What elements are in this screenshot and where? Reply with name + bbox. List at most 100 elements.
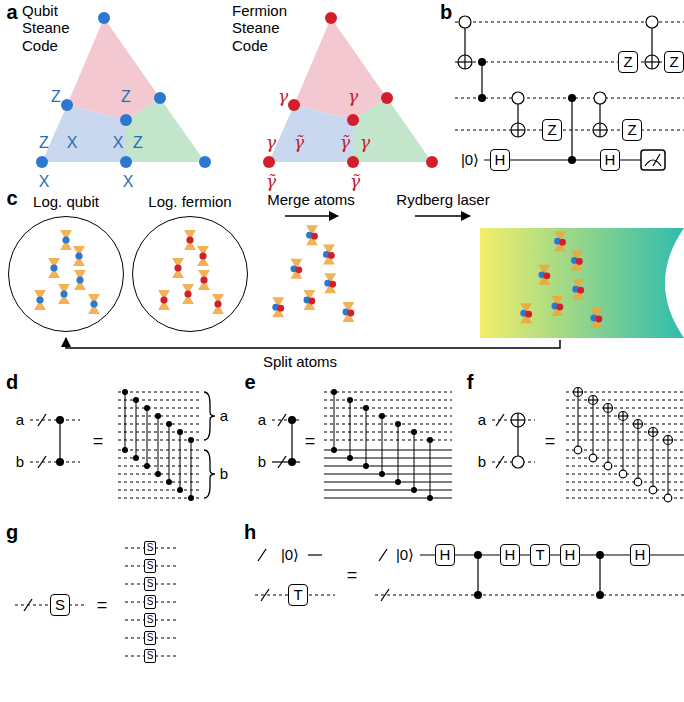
annotation: |0⟩ bbox=[461, 151, 479, 168]
tweezer bbox=[74, 270, 86, 290]
gate-label: H bbox=[605, 151, 616, 168]
tweezer bbox=[324, 273, 336, 293]
panel-letter: e bbox=[244, 371, 255, 394]
qubit-dot bbox=[120, 156, 132, 168]
wire bbox=[324, 458, 452, 459]
wire bbox=[593, 400, 594, 458]
gate-label: H bbox=[565, 546, 576, 563]
majorana-label: γ bbox=[266, 133, 276, 153]
tweezer bbox=[197, 246, 209, 266]
wire bbox=[118, 400, 200, 401]
gate-box: S bbox=[144, 649, 157, 663]
open-control bbox=[634, 478, 642, 486]
wire bbox=[324, 416, 452, 417]
process-arrow bbox=[285, 215, 338, 217]
annotation: a bbox=[16, 411, 24, 428]
wire bbox=[278, 456, 286, 468]
control-dot bbox=[155, 471, 161, 477]
majorana-label: γ bbox=[348, 87, 358, 107]
annotation: b bbox=[16, 453, 24, 470]
wire bbox=[517, 413, 518, 427]
wire bbox=[622, 412, 623, 421]
control-dot bbox=[474, 591, 482, 599]
wire bbox=[578, 392, 579, 450]
wire bbox=[30, 419, 80, 420]
pauli-label: X bbox=[39, 173, 50, 191]
annotation: Merge atoms bbox=[267, 191, 355, 208]
tweezer bbox=[554, 231, 566, 251]
wire bbox=[667, 436, 668, 445]
control-dot bbox=[144, 463, 150, 469]
control-dot bbox=[144, 405, 150, 411]
pauli-label: Z bbox=[133, 134, 143, 152]
atom bbox=[50, 264, 57, 271]
wire bbox=[308, 554, 322, 555]
wire bbox=[324, 400, 452, 401]
control-dot bbox=[478, 94, 486, 102]
control-dot bbox=[427, 437, 433, 443]
wire bbox=[414, 432, 415, 490]
wire bbox=[599, 123, 600, 137]
tweezer bbox=[182, 284, 194, 304]
control-dot bbox=[188, 437, 194, 443]
atom bbox=[75, 252, 82, 259]
fermion-dot bbox=[426, 156, 438, 168]
annotation: Split atoms bbox=[263, 353, 337, 370]
wire bbox=[477, 555, 478, 595]
control-dot bbox=[177, 487, 183, 493]
stabilizer-region bbox=[294, 18, 387, 120]
target bbox=[619, 412, 628, 421]
atom bbox=[160, 296, 167, 303]
control-dot bbox=[411, 429, 417, 435]
gate-label: Z bbox=[547, 121, 556, 138]
wire bbox=[566, 400, 684, 401]
wire bbox=[566, 392, 684, 393]
wire bbox=[324, 482, 452, 483]
wire bbox=[324, 392, 452, 393]
wire bbox=[158, 416, 159, 474]
atom bbox=[277, 305, 284, 312]
majorana-label: γ̃ bbox=[266, 172, 276, 192]
qubit-dot bbox=[154, 92, 166, 104]
wire bbox=[455, 61, 684, 62]
tweezer bbox=[571, 250, 583, 270]
wire bbox=[623, 416, 624, 474]
wire bbox=[379, 549, 387, 561]
fermion-dot bbox=[347, 114, 359, 126]
panel-title: Qubit Steane Code bbox=[22, 2, 84, 54]
tweezer bbox=[48, 258, 60, 278]
wire bbox=[191, 440, 192, 498]
control-dot bbox=[568, 94, 576, 102]
wire bbox=[652, 428, 653, 437]
annotation: b bbox=[220, 465, 228, 482]
control-dot bbox=[133, 397, 139, 403]
control-dot bbox=[56, 416, 64, 424]
control-dot bbox=[166, 479, 172, 485]
control-dot bbox=[363, 463, 369, 469]
register-title: Log. qubit bbox=[33, 193, 99, 210]
tweezer bbox=[172, 258, 184, 278]
stabilizer-region bbox=[67, 18, 160, 120]
measurement bbox=[641, 150, 665, 170]
annotation: Rydberg laser bbox=[396, 191, 489, 208]
wire bbox=[566, 432, 684, 433]
wire bbox=[492, 419, 535, 420]
wire bbox=[638, 424, 639, 482]
gate-box: Z bbox=[542, 119, 561, 140]
wire bbox=[455, 129, 684, 130]
stabilizer-region bbox=[353, 98, 432, 162]
atom bbox=[576, 258, 583, 265]
atom bbox=[214, 300, 221, 307]
wire bbox=[30, 461, 80, 462]
tweezer bbox=[184, 230, 196, 250]
target bbox=[604, 404, 613, 413]
wire bbox=[566, 416, 684, 417]
control-dot bbox=[395, 479, 401, 485]
pauli-label: Z bbox=[39, 134, 49, 152]
gate-label: Z bbox=[627, 121, 636, 138]
rydberg-beam bbox=[480, 228, 684, 338]
wire bbox=[118, 458, 200, 459]
tweezer bbox=[88, 294, 100, 314]
gate-box: S bbox=[50, 594, 70, 615]
wire bbox=[118, 424, 200, 425]
